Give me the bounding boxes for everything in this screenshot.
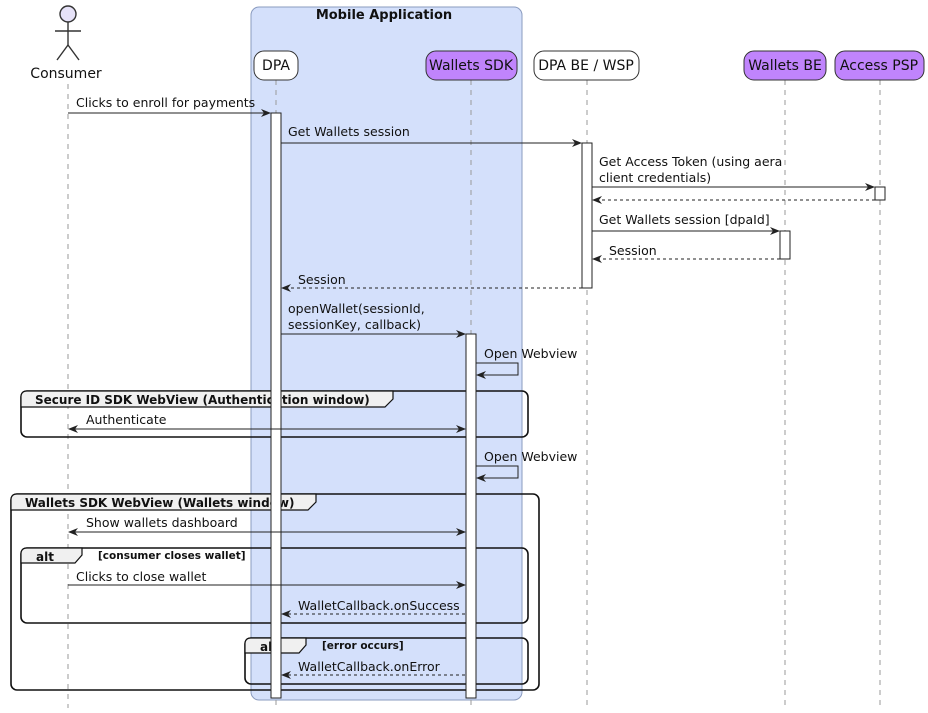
message-session-from-wallets-be: Session [592, 243, 780, 263]
participant-wallets-be: Wallets BE [743, 50, 827, 81]
message-authenticate: Authenticate [68, 412, 466, 433]
participant-dpa: DPA [253, 50, 299, 81]
participant-label-wallets-be: Wallets BE [748, 58, 822, 74]
mobile-application-title: Mobile Application [316, 8, 452, 23]
message-label-open-wallet-1: openWallet(sessionId, [288, 301, 425, 316]
participant-label-dpa-be: DPA BE / WSP [538, 58, 634, 74]
frame-wallets-label: Wallets SDK WebView (Wallets window) [25, 496, 295, 510]
message-label-show-dashboard: Show wallets dashboard [86, 515, 238, 530]
message-get-wallets-session: Get Wallets session [281, 124, 582, 147]
frame-alt-close-condition: [consumer closes wallet] [98, 550, 246, 562]
actor-head [59, 5, 77, 23]
message-show-dashboard: Show wallets dashboard [68, 515, 466, 536]
activations [270, 112, 886, 699]
activation-wallets-sdk [465, 333, 477, 699]
message-label-authenticate: Authenticate [86, 412, 167, 427]
activation-access-psp [874, 186, 886, 201]
participant-access-psp: Access PSP [834, 50, 925, 81]
message-label-on-success: WalletCallback.onSuccess [298, 598, 460, 613]
message-label-close-wallet: Clicks to close wallet [76, 569, 206, 584]
message-label-open-webview-2: Open Webview [484, 449, 577, 464]
message-label-open-webview-1: Open Webview [484, 346, 577, 361]
message-get-access-token: Get Access Token (using aera client cred… [592, 154, 875, 191]
message-on-error: WalletCallback.onError [281, 659, 465, 679]
participant-dpa-be: DPA BE / WSP [533, 50, 640, 81]
message-session-to-dpa: Session [281, 272, 582, 292]
message-label-enroll: Clicks to enroll for payments [76, 95, 255, 110]
participant-label-wallets-sdk: Wallets SDK [429, 58, 514, 74]
frame-auth-window: Secure ID SDK WebView (Authentication wi… [20, 390, 529, 438]
message-label-open-wallet-2: sessionKey, callback) [288, 317, 421, 332]
mobile-application-box [250, 6, 523, 701]
message-label-session-2: Session [298, 272, 346, 287]
frame-alt-close-label: alt [36, 550, 54, 564]
participant-label-access-psp: Access PSP [840, 58, 918, 74]
participant-label-consumer: Consumer [30, 66, 102, 82]
message-label-on-error: WalletCallback.onError [298, 659, 441, 674]
participant-wallets-sdk: Wallets SDK [425, 50, 518, 81]
participant-label-dpa: DPA [262, 58, 290, 74]
frame-alt-error-condition: [error occurs] [322, 640, 404, 652]
message-get-wallets-session-dpaid: Get Wallets session [dpaId] [592, 212, 780, 235]
frame-auth-label: Secure ID SDK WebView (Authentication wi… [35, 393, 370, 407]
message-close-wallet: Clicks to close wallet [68, 569, 466, 589]
message-label-session-1: Session [609, 243, 657, 258]
activation-dpa-be [581, 142, 593, 289]
message-enroll: Clicks to enroll for payments [68, 95, 271, 117]
message-on-success: WalletCallback.onSuccess [281, 598, 465, 618]
message-open-wallet: openWallet(sessionId, sessionKey, callba… [281, 301, 466, 338]
participant-consumer: Consumer [30, 5, 102, 82]
message-label-get-access-token-2: client credentials) [599, 170, 711, 185]
message-open-webview-1: Open Webview [476, 346, 577, 379]
activation-dpa [270, 112, 282, 699]
message-label-get-wallets-session-dpaid: Get Wallets session [dpaId] [599, 212, 770, 227]
message-open-webview-2: Open Webview [476, 449, 577, 482]
activation-wallets-be [779, 230, 791, 260]
message-label-get-access-token-1: Get Access Token (using aera [599, 154, 782, 169]
message-label-get-wallets-session: Get Wallets session [288, 124, 410, 139]
